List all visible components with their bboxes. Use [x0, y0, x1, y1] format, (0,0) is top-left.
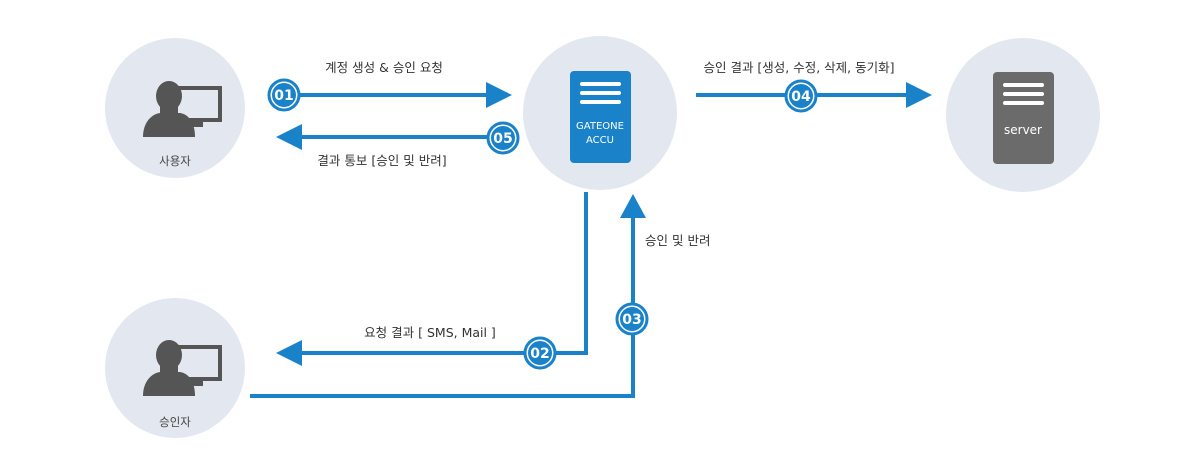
step-01-number: 01 — [274, 88, 293, 104]
step-03-label: 승인 및 반려 — [645, 233, 710, 248]
arrow-step-05 — [276, 124, 500, 150]
step-04-number: 04 — [791, 89, 811, 105]
step-05-label: 결과 통보 [승인 및 반려] — [317, 153, 446, 168]
approver-computer-icon — [143, 340, 222, 396]
approver-label: 승인자 — [159, 415, 191, 429]
gateone-subtitle: ACCU — [586, 135, 614, 146]
step-01-label: 계정 생성 & 승인 요청 — [325, 60, 443, 75]
server-node: server — [946, 38, 1100, 192]
arrow-step-02 — [276, 192, 588, 366]
approver-node: 승인자 — [105, 298, 245, 438]
step-03-badge: 03 — [615, 302, 649, 336]
step-02-label: 요청 결과 [ SMS, Mail ] — [364, 325, 496, 340]
arrow-step-01 — [285, 82, 512, 108]
gateone-device-icon — [570, 71, 631, 163]
gateone-title: GATEONE — [576, 121, 624, 132]
step-02-number: 02 — [530, 346, 549, 362]
step-04-label: 승인 결과 [생성, 수정, 삭제, 동기화] — [703, 60, 894, 75]
user-computer-icon — [143, 81, 222, 137]
step-05-number: 05 — [493, 131, 512, 147]
server-label: server — [1004, 123, 1042, 137]
step-02-badge: 02 — [523, 336, 557, 370]
arrow-step-03 — [250, 194, 646, 398]
step-01-badge: 01 — [267, 78, 301, 112]
gateone-node: GATEONE ACCU — [523, 36, 677, 190]
user-label: 사용자 — [159, 154, 191, 168]
step-05-badge: 05 — [486, 121, 520, 155]
user-node: 사용자 — [105, 38, 245, 178]
step-04-badge: 04 — [784, 79, 818, 113]
server-icon — [993, 72, 1054, 164]
step-03-number: 03 — [622, 312, 641, 328]
